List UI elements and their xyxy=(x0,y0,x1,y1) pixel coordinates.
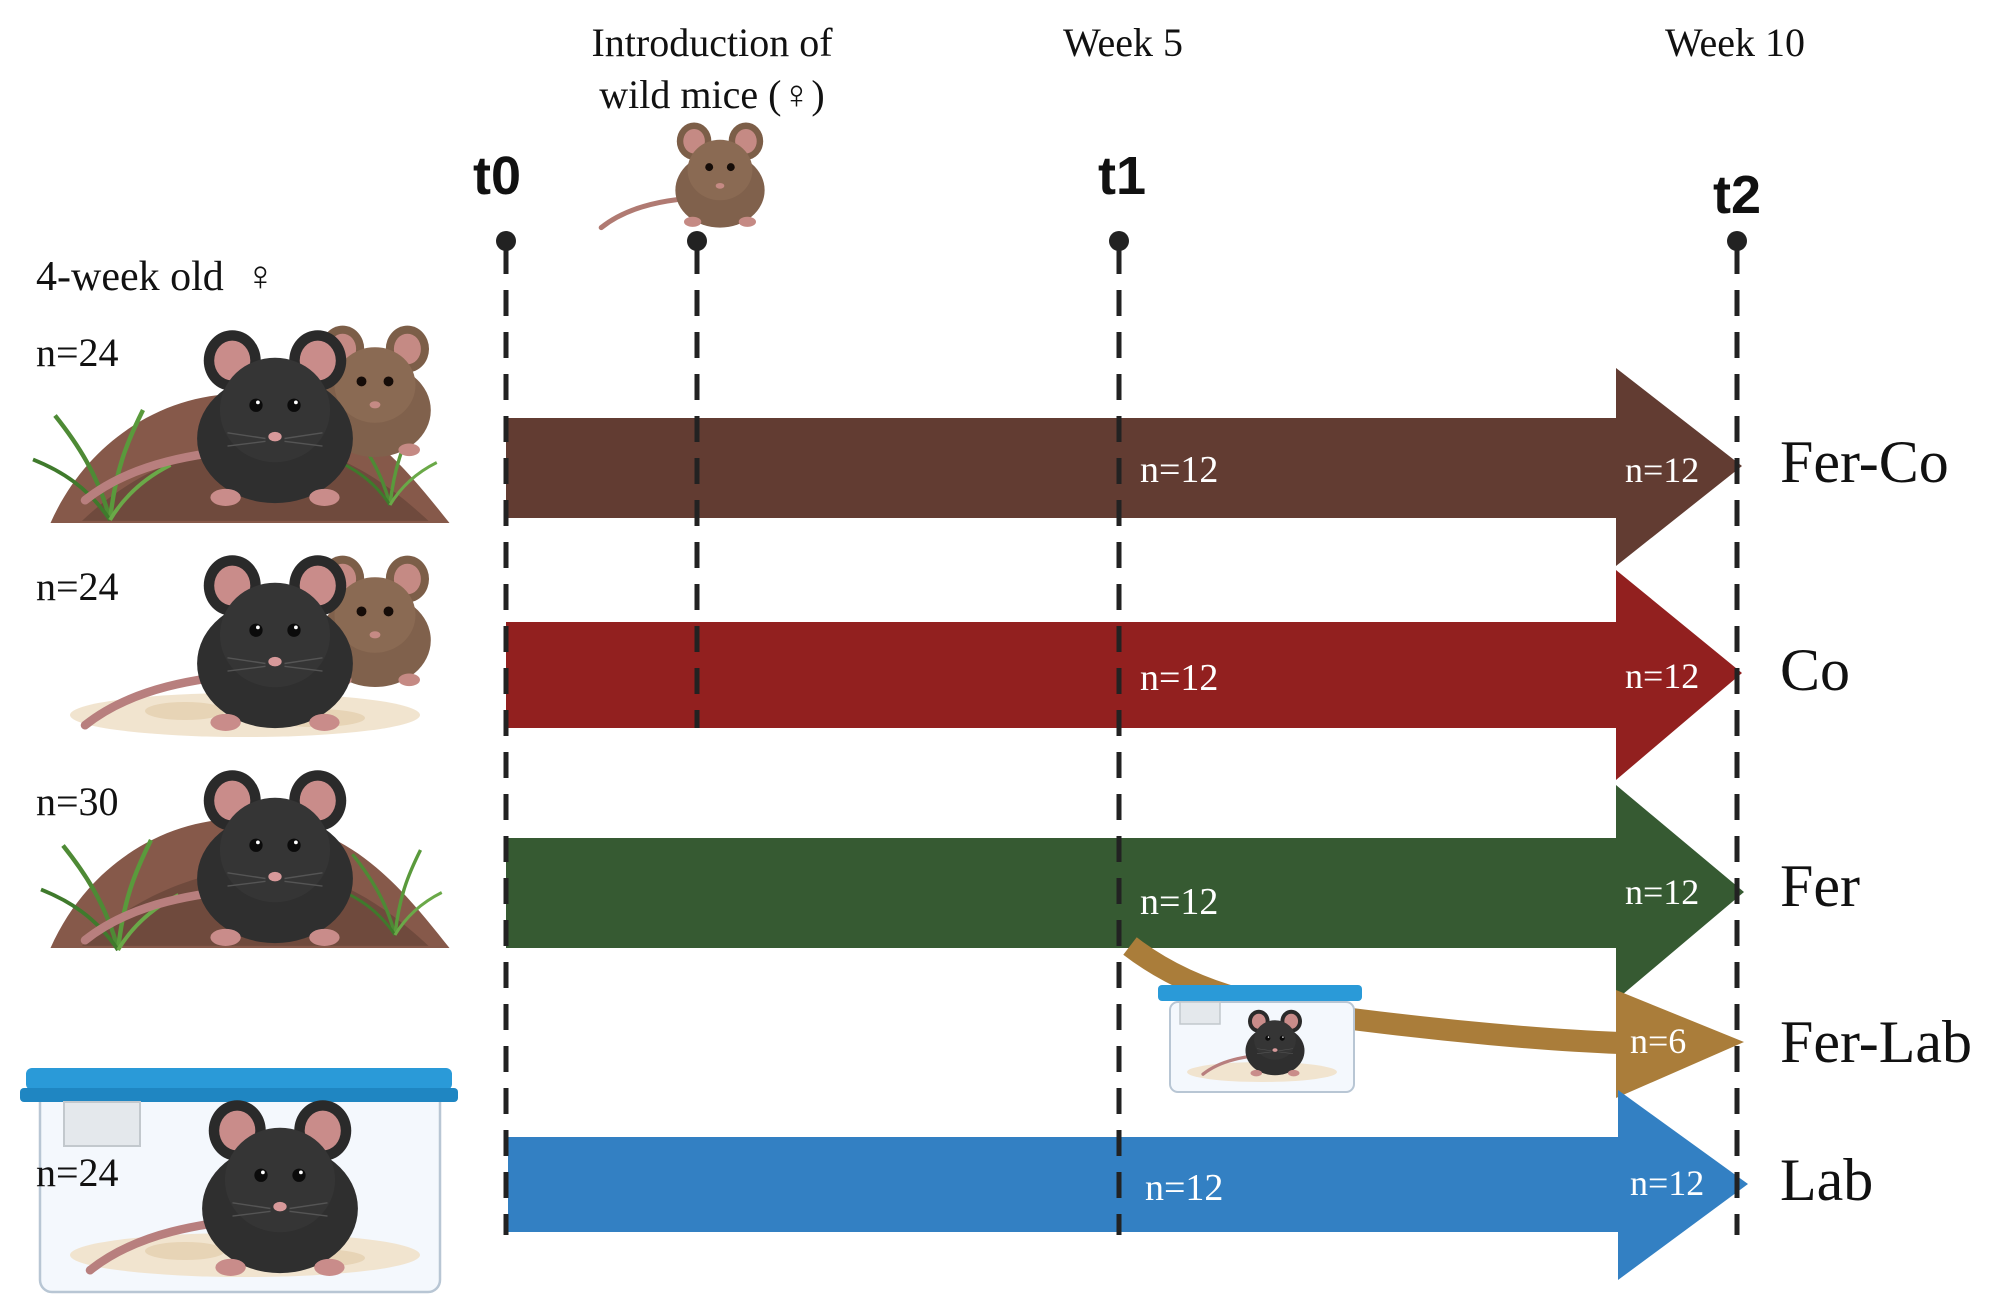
group-name-co: Co xyxy=(1780,637,1850,703)
t1-label: t1 xyxy=(1098,146,1146,206)
week5-label: Week 5 xyxy=(1063,20,1183,65)
timeline-lines xyxy=(503,248,1740,1235)
start-age-label: 4-week old ♀ xyxy=(36,254,276,300)
t0-label: t0 xyxy=(473,146,521,206)
co-mid-count: n=12 xyxy=(1140,657,1218,699)
group-name-lab: Lab xyxy=(1780,1147,1873,1213)
brown-wild-mouse-icon xyxy=(601,122,764,227)
arrow-co xyxy=(506,570,1742,780)
group-name-fer: Fer xyxy=(1780,853,1860,919)
arrow-fer xyxy=(506,785,1744,1000)
fer-mid-count: n=12 xyxy=(1140,881,1218,923)
arrow-lab xyxy=(508,1090,1748,1280)
fer-co-end-count: n=12 xyxy=(1625,450,1699,490)
group2-illustration xyxy=(70,555,431,737)
small-cage-icon xyxy=(1158,985,1362,1093)
group-name-fer-co: Fer-Co xyxy=(1780,429,1949,495)
arrow-fer-co xyxy=(506,368,1742,566)
black-mouse-icon xyxy=(85,555,353,731)
group-name-fer-lab: Fer-Lab xyxy=(1780,1009,1972,1075)
intro-label-line2: wild mice (♀) xyxy=(599,72,825,117)
fer-lab-end-count: n=6 xyxy=(1630,1021,1686,1061)
week10-label: Week 10 xyxy=(1665,20,1805,65)
t2-label: t2 xyxy=(1713,165,1761,225)
group1-start-count: n=24 xyxy=(36,330,119,375)
black-mouse-icon xyxy=(85,330,353,506)
lab-end-count: n=12 xyxy=(1630,1163,1704,1203)
group3-start-count: n=30 xyxy=(36,779,119,824)
cage-icon xyxy=(20,1068,458,1294)
fer-co-mid-count: n=12 xyxy=(1140,449,1218,491)
lab-mid-count: n=12 xyxy=(1145,1167,1223,1209)
group5-start-count: n=24 xyxy=(36,1150,119,1195)
group2-start-count: n=24 xyxy=(36,564,119,609)
intro-label-line1: Introduction of xyxy=(591,20,833,65)
fer-end-count: n=12 xyxy=(1625,872,1699,912)
timeline-markers xyxy=(496,231,1747,251)
co-end-count: n=12 xyxy=(1625,656,1699,696)
